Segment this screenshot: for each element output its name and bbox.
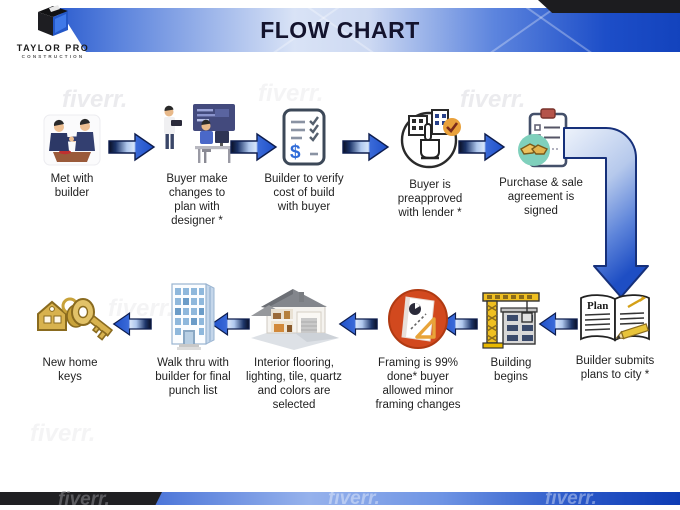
step-agreement-signed: Purchase & sale agreement is signed — [496, 104, 586, 218]
flow-arrow-left-icon — [338, 310, 378, 338]
flow-arrow-left-icon — [112, 310, 152, 338]
flow-arrow-right-icon — [108, 132, 156, 162]
logo-cube-icon — [38, 5, 68, 36]
step-label: Purchase & sale agreement is signed — [499, 177, 583, 217]
designers-working-icon — [164, 104, 235, 163]
watermark: fiverr. — [258, 80, 324, 107]
footer-black-bar — [0, 492, 162, 505]
step-building-begins: Building begins — [474, 286, 548, 384]
step-walk-thru: Walk thru with builder for final punch l… — [152, 280, 234, 398]
header-banner — [58, 8, 680, 52]
meeting-handshake-icon — [43, 114, 101, 166]
flow-arrow-elbow-down-icon — [560, 118, 660, 300]
flow-arrow-right-icon — [458, 132, 506, 162]
step-label: Walk thru with builder for final punch l… — [155, 357, 231, 397]
step-label: Buyer is preapproved with lender * — [397, 179, 463, 219]
step-label: Building begins — [490, 357, 532, 383]
construction-crane-icon — [482, 292, 540, 349]
house-keys-icon — [37, 297, 114, 341]
page-title: FLOW CHART — [260, 17, 420, 43]
office-building-icon — [171, 283, 215, 350]
header-black-bar — [538, 0, 680, 13]
step-label: Buyer make changes to plan with designer… — [166, 173, 228, 227]
flow-arrow-left-icon — [538, 310, 578, 338]
preapproval-hand-icon — [400, 109, 461, 169]
plan-text: Plan — [587, 300, 608, 312]
step-framing-done: Framing is 99% done* buyer allowed minor… — [375, 286, 461, 412]
step-interior-selections: Interior flooring, lighting, tile, quart… — [243, 282, 345, 412]
flow-arrow-right-icon — [230, 132, 278, 162]
house-interior-icon — [251, 289, 339, 350]
step-label: Met with builder — [50, 173, 94, 199]
step-new-home-keys: New home keys — [22, 292, 118, 384]
flow-arrow-left-icon — [438, 310, 478, 338]
footer-blue-bar — [150, 492, 680, 505]
step-label: Builder submits plans to city * — [575, 355, 655, 381]
watermark: fiverr. — [30, 420, 96, 447]
logo-name: TAYLOR PRO — [16, 43, 90, 53]
step-label: Framing is 99% done* buyer allowed minor… — [375, 357, 461, 411]
step-label: Interior flooring, lighting, tile, quart… — [246, 357, 342, 411]
flow-arrow-right-icon — [342, 132, 390, 162]
logo-subtitle: CONSTRUCTION — [21, 54, 85, 59]
step-buyer-changes-plan: Buyer make changes to plan with designer… — [154, 104, 240, 228]
plan-book-icon: Plan — [580, 294, 650, 342]
step-verify-cost: $ Builder to verify cost of build with b… — [262, 108, 346, 214]
company-logo: TAYLOR PRO CONSTRUCTION — [14, 3, 92, 59]
step-buyer-preapproved: Buyer is preapproved with lender * — [386, 102, 474, 220]
agreement-handshake-icon — [518, 108, 568, 168]
framing-tools-icon — [388, 289, 448, 349]
step-met-with-builder: Met with builder — [30, 110, 114, 200]
flow-arrow-left-icon — [210, 310, 250, 338]
step-label: New home keys — [42, 357, 98, 383]
cost-checklist-icon: $ — [282, 108, 326, 166]
step-label: Builder to verify cost of build with buy… — [264, 173, 344, 213]
step-submit-plans: Plan Builder submits plans to city * — [568, 288, 662, 382]
dollar-glyph: $ — [290, 142, 301, 163]
